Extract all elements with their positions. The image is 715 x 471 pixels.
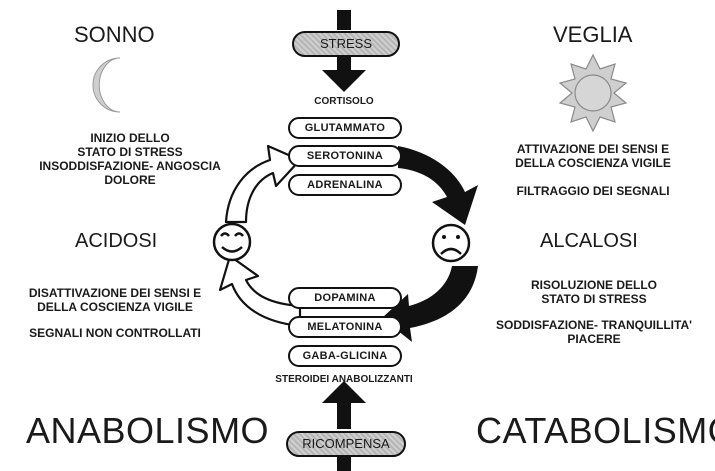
anabolic-steroids-label: STEROIDEI ANABOLIZZANTI bbox=[275, 374, 413, 385]
uncontrolled-signals-text: SEGNALI NON CONTROLLATI bbox=[29, 326, 201, 340]
reward-pill: RICOMPENSA bbox=[286, 431, 406, 457]
gaba-glycine-pill: GABA-GLICINA bbox=[288, 345, 402, 367]
text-line: DELLA COSCIENZA VIGILE bbox=[37, 300, 193, 314]
text-line: DOLORE bbox=[104, 173, 156, 187]
crescent-moon-icon bbox=[92, 57, 121, 113]
sleep-title: SONNO bbox=[74, 22, 155, 47]
stress-resolution-text: RISOLUZIONE DELLO STATO DI STRESS bbox=[484, 278, 704, 306]
left-bottom-curved-arrow bbox=[218, 254, 302, 328]
alkalosis-label: ALCALOSI bbox=[540, 230, 638, 252]
text-line: DISATTIVAZIONE DEI SENSI E bbox=[28, 286, 202, 300]
sun-icon bbox=[558, 53, 628, 133]
stress-pill: STRESS bbox=[292, 31, 400, 57]
stress-down-arrow bbox=[322, 10, 366, 92]
serotonin-pill: SEROTONINA bbox=[288, 145, 402, 167]
text-line: STATO DI STRESS bbox=[77, 145, 183, 159]
right-top-curved-arrow bbox=[398, 146, 478, 225]
text-line: ATTIVAZIONE DEI SENSI E bbox=[516, 142, 670, 156]
text-line: SODDISFAZIONE- TRANQUILLITA' bbox=[496, 318, 692, 332]
right-bottom-curved-arrow bbox=[382, 266, 478, 342]
text-line: DELLA COSCIENZA VIGILE bbox=[515, 156, 671, 170]
glutamate-pill: GLUTAMMATO bbox=[288, 117, 402, 139]
left-top-curved-arrow bbox=[224, 144, 302, 224]
smiling-face-icon bbox=[212, 222, 252, 262]
text-line: STATO DI STRESS bbox=[541, 292, 647, 306]
dopamine-pill: DOPAMINA bbox=[288, 287, 402, 309]
text-line: PIACERE bbox=[567, 332, 621, 346]
stress-start-text: INIZIO DELLO STATO DI STRESS INSODDISFAZ… bbox=[30, 131, 230, 187]
adrenaline-pill: ADRENALINA bbox=[288, 174, 402, 196]
cortisol-label: CORTISOLO bbox=[314, 96, 374, 107]
text-line: INSODDISFAZIONE- ANGOSCIA bbox=[39, 159, 221, 173]
catabolism-label: CATABOLISMO bbox=[476, 410, 715, 451]
satisfaction-text: SODDISFAZIONE- TRANQUILLITA' PIACERE bbox=[484, 318, 704, 346]
anabolism-label: ANABOLISMO bbox=[26, 410, 270, 451]
reward-up-arrow bbox=[322, 381, 366, 471]
acidosis-label: ACIDOSI bbox=[75, 230, 158, 252]
signal-filtering-text: FILTRAGGIO DEI SEGNALI bbox=[516, 184, 670, 198]
text-line: INIZIO DELLO bbox=[90, 131, 170, 145]
wake-title: VEGLIA bbox=[553, 22, 633, 47]
senses-activation-text: ATTIVAZIONE DEI SENSI E DELLA COSCIENZA … bbox=[488, 142, 698, 170]
melatonin-pill: MELATONINA bbox=[288, 316, 402, 338]
senses-deactivation-text: DISATTIVAZIONE DEI SENSI E DELLA COSCIEN… bbox=[0, 286, 230, 314]
frowning-face-icon bbox=[431, 223, 471, 263]
text-line: RISOLUZIONE DELLO bbox=[531, 278, 657, 292]
